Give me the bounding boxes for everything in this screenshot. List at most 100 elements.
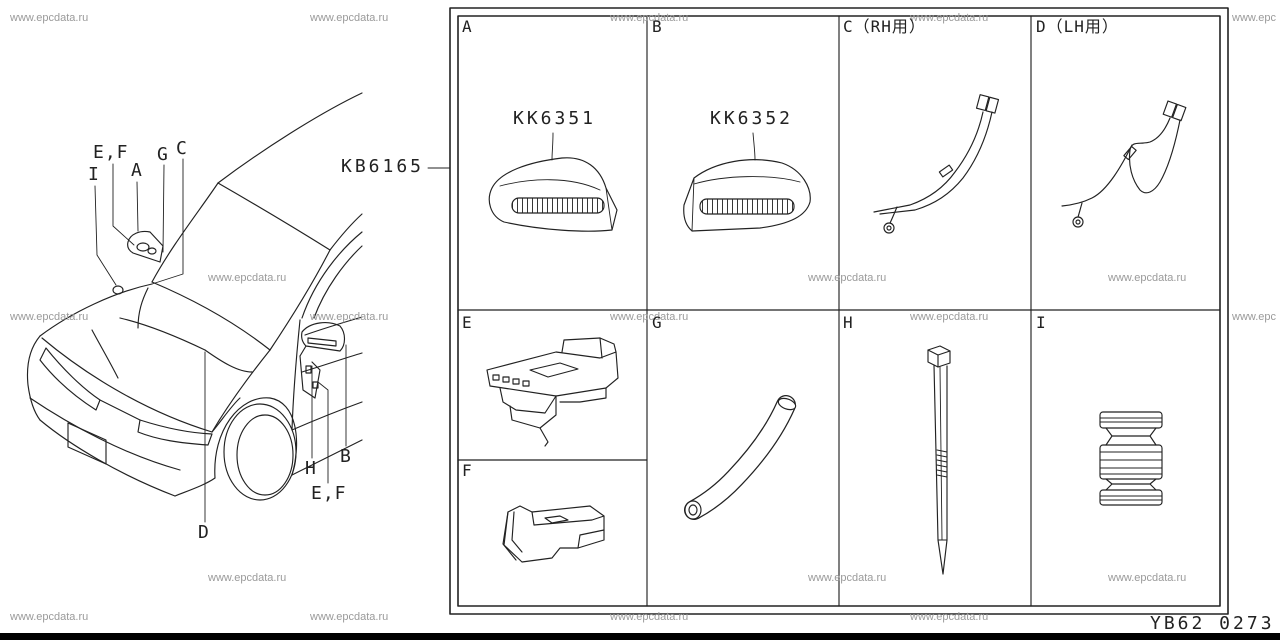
cell-i-label: I <box>1036 313 1047 332</box>
part-c-ring-hole <box>886 225 892 231</box>
part-d-ring-hole <box>1075 219 1081 225</box>
part-e-lower-body <box>499 387 557 414</box>
part-d-wire <box>1061 144 1133 207</box>
front-fascia-line <box>29 397 181 471</box>
callout-g: G <box>157 144 168 165</box>
part-f-drawing <box>502 505 605 563</box>
part-d-connector <box>1162 100 1178 118</box>
right-door-mirror <box>301 322 346 352</box>
part-e-side-face <box>559 387 607 403</box>
watermark: www.epcdata.ru <box>310 611 389 623</box>
part-c-ring-terminal <box>883 222 895 234</box>
part-g-tube-bottom-end <box>684 500 702 520</box>
car-view <box>26 92 363 501</box>
callout-ef-lower: E,F <box>311 483 347 504</box>
cell-d-label: D（LH用） <box>1036 17 1119 36</box>
part-e-block-edge <box>599 337 603 359</box>
grommet-i-location <box>112 285 124 295</box>
part-a-side-line <box>605 187 613 231</box>
part-e-top-pad <box>529 362 579 378</box>
watermark: www.epcdata.ru <box>208 572 287 584</box>
part-i-body <box>1099 444 1163 480</box>
part-d-ring-lead <box>1077 202 1083 218</box>
part-c-drawing <box>873 94 1000 234</box>
watermark: www.epcdata.ru <box>1108 572 1187 584</box>
part-a-housing-line <box>499 179 601 191</box>
part-b-housing <box>683 159 811 232</box>
part-a-leader <box>551 132 554 161</box>
right-headlight <box>137 419 213 446</box>
part-f-side-face <box>577 529 605 549</box>
front-tire-outer <box>223 403 297 501</box>
front-fender-side <box>211 397 241 433</box>
cell-a-label: A <box>462 17 473 36</box>
watermark: www.epcdata.ru <box>310 311 389 323</box>
leader-ef-lower <box>317 381 329 484</box>
bottom-bar <box>0 633 1280 640</box>
cell-g-label: G <box>652 313 663 332</box>
part-c-wire <box>873 111 984 213</box>
part-c-connector <box>975 94 990 112</box>
grille-line <box>99 399 141 421</box>
watermark: www.epcdata.ru <box>10 311 89 323</box>
watermark: www.epcdata.ru <box>10 12 89 24</box>
left-headlight <box>39 347 101 411</box>
part-a-number: KK6351 <box>513 108 597 129</box>
watermark: www.epcdata.ru <box>10 611 89 623</box>
leader-c <box>151 158 184 285</box>
part-f-clip <box>502 511 517 561</box>
part-i-upper-neck <box>1105 427 1157 446</box>
watermark: www.epcdata.ru <box>610 12 689 24</box>
part-i-body-lines <box>1099 417 1163 475</box>
part-i-top-flange <box>1099 411 1163 429</box>
wheel-arch <box>214 397 298 479</box>
part-e-drawing <box>486 337 619 447</box>
left-mirror-lamp-2 <box>147 247 157 255</box>
windshield-top-edge <box>217 182 331 251</box>
part-a-drawing <box>488 132 618 232</box>
part-h-head <box>927 345 951 368</box>
watermark-partial: www.epc <box>1232 12 1277 24</box>
callout-i: I <box>88 164 99 185</box>
cell-b-label: B <box>652 17 663 36</box>
part-b-number: KK6352 <box>710 108 794 129</box>
roof-left-edge <box>217 92 363 184</box>
roof-right-edge <box>329 213 363 251</box>
hood-right-edge <box>211 349 271 433</box>
bumper-side <box>174 477 216 497</box>
part-h-ribs <box>936 449 948 478</box>
cell-f-label: F <box>462 461 473 480</box>
front-bumper-lower <box>39 419 176 497</box>
watermark: www.epcdata.ru <box>910 611 989 623</box>
part-h-drawing <box>927 345 951 575</box>
leader-i <box>94 185 117 286</box>
part-f-top-ledge <box>531 511 605 526</box>
part-e-top-face <box>486 351 619 397</box>
left-harness-wire <box>137 287 149 329</box>
hood-crease-right <box>204 349 253 373</box>
left-door-mirror <box>127 230 164 263</box>
watermark: www.epcdata.ru <box>310 12 389 24</box>
callout-ef-upper: E,F <box>93 142 129 163</box>
figure-code: YB62 0273 <box>1150 613 1275 634</box>
front-tire-inner <box>236 414 294 496</box>
hood-left-edge <box>39 283 153 337</box>
callout-a: A <box>131 160 142 181</box>
watermark: www.epcdata.ru <box>1108 272 1187 284</box>
part-i-bottom-flange <box>1099 489 1163 506</box>
part-g-tube-bore <box>688 504 698 516</box>
part-c-ring-lead <box>889 206 898 224</box>
watermark: www.epcdata.ru <box>208 272 287 284</box>
part-e-cavity <box>492 374 500 381</box>
leader-a <box>136 181 139 232</box>
part-g-tube-body <box>685 396 795 519</box>
part-c-clamp <box>938 164 954 178</box>
part-e-cavity-2 <box>502 376 510 383</box>
cell-e-label: E <box>462 313 473 332</box>
license-plate <box>67 422 107 465</box>
part-d-wire-loop <box>1128 117 1181 194</box>
kit-part-number: KB6165 <box>341 156 425 177</box>
door-character-line <box>301 352 363 373</box>
part-c-wire-2 <box>879 111 993 215</box>
